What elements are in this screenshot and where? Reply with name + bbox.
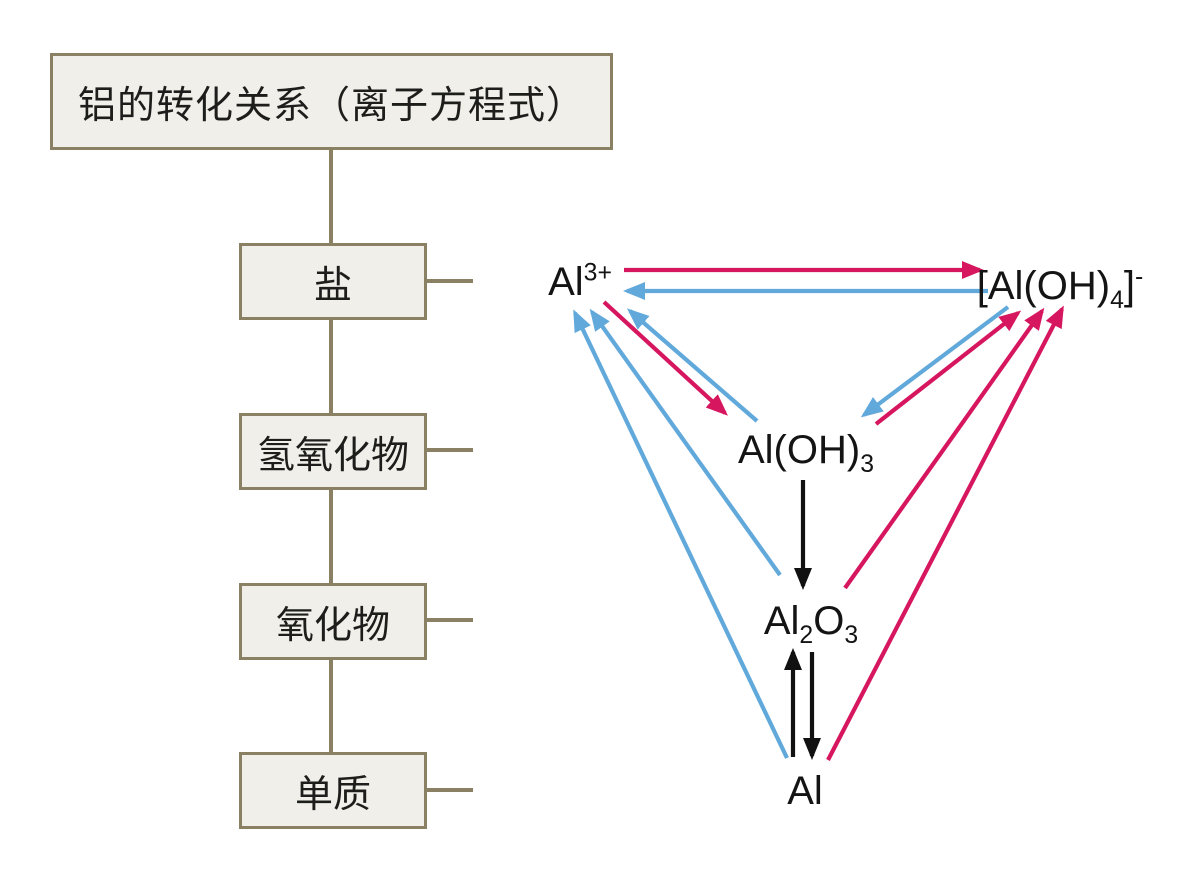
edge-al2o3-to-al3plus	[589, 308, 782, 577]
category-box-element: 单质	[239, 752, 427, 829]
stub-line-salt	[427, 279, 473, 283]
edge-al3plus-to-aloh3	[602, 300, 728, 416]
edge-al-to-al3plus	[573, 309, 789, 759]
node-al2o3: Al2O3	[763, 599, 859, 649]
edge-aloh3-to-al3plus	[626, 308, 759, 423]
category-box-hydroxide: 氢氧化物	[239, 413, 427, 490]
category-label: 氧化物	[275, 605, 390, 647]
node-aloh3: Al(OH)3	[737, 428, 875, 478]
category-label: 盐	[313, 265, 352, 307]
title-box: 铝的转化关系（离子方程式）	[50, 53, 613, 150]
node-al: Al	[787, 769, 823, 813]
stub-line-element	[427, 788, 473, 792]
edge-aloh3-to-aloh4	[874, 310, 1022, 426]
node-al3plus: Al3+	[548, 259, 612, 304]
edge-al-to-aloh4	[826, 305, 1064, 761]
category-label: 单质	[294, 774, 371, 816]
stub-line-hydroxide	[427, 448, 473, 452]
node-aloh4: [Al(OH)4]-	[976, 263, 1144, 314]
category-box-salt: 盐	[239, 243, 427, 320]
edge-aloh4-to-aloh3	[860, 305, 1010, 418]
page-title: 铝的转化关系（离子方程式）	[77, 85, 585, 127]
edge-al2o3-to-aloh4	[843, 307, 1045, 590]
category-box-oxide: 氧化物	[239, 583, 427, 660]
category-label: 氢氧化物	[256, 435, 409, 477]
stub-line-oxide	[427, 618, 473, 622]
